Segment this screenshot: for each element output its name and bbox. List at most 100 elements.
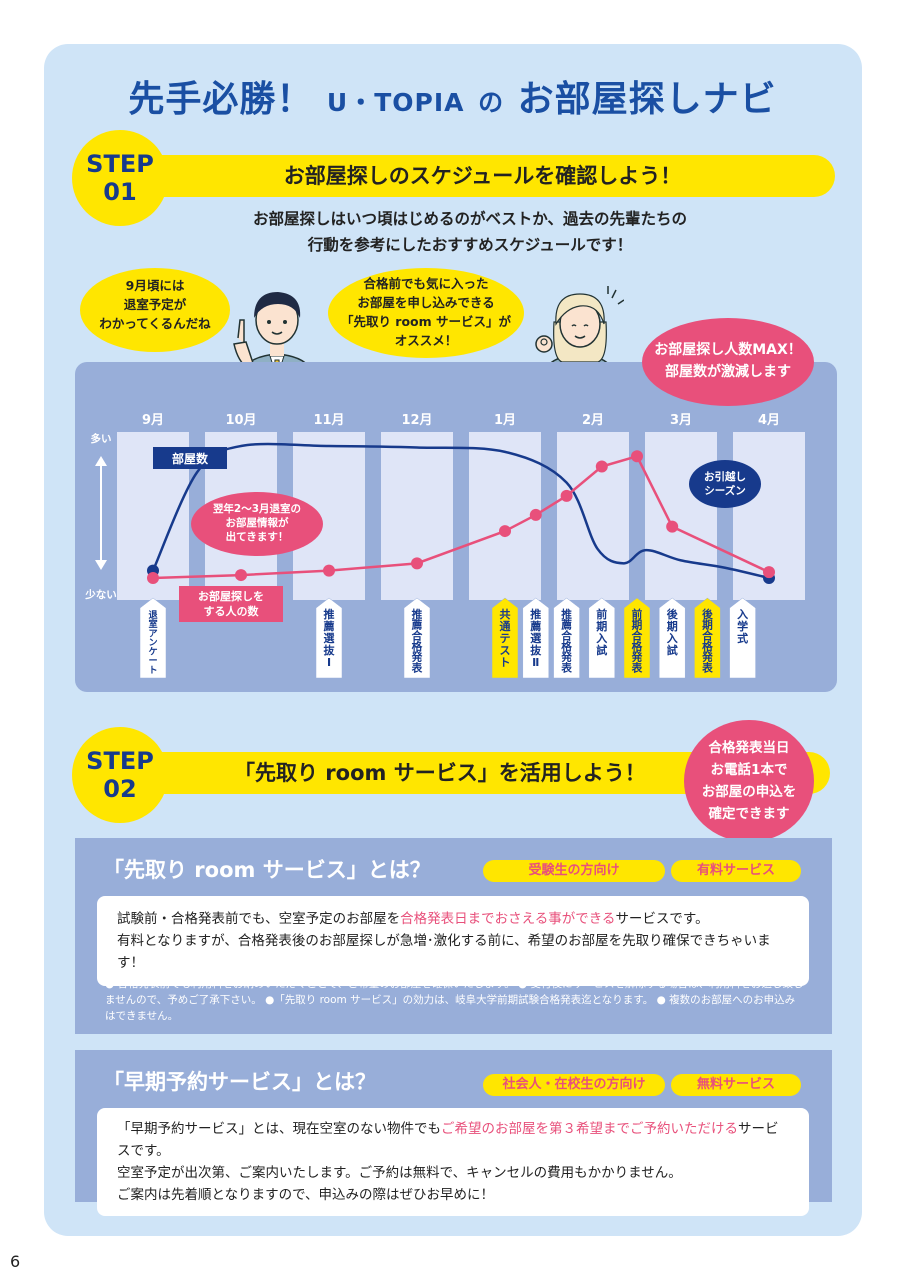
bubble-same-day-line: 確定できます — [708, 806, 790, 822]
bubble-left: 9月頃には 退室予定が わかってくるんだね — [80, 268, 230, 352]
service2-tag-target: 社会人・在校生の方向け — [483, 1074, 665, 1096]
title-brand: U・TOPIA — [326, 88, 465, 117]
event-tag-char: 格 — [702, 640, 713, 653]
event-tag-char: 推 — [561, 608, 572, 621]
bubble-left-line: 9月頃には — [125, 278, 185, 293]
people-point — [147, 572, 159, 584]
y-axis-top-label: 多い — [91, 432, 112, 445]
page-number: 6 — [10, 1252, 21, 1271]
service2-description: 「早期予約サービス」とは、現在空室のない物件でもご希望のお部屋を第３希望までご予… — [97, 1108, 809, 1216]
month-label: 12月 — [401, 413, 432, 428]
step1-heading: お部屋探しのスケジュールを確認しよう！ — [283, 164, 682, 188]
people-point — [666, 520, 679, 533]
event-tag-char: 選 — [530, 632, 541, 645]
event-tag-char: 抜 — [530, 643, 542, 657]
step1-badge: STEP 01 — [72, 130, 168, 226]
event-tag-char: 格 — [561, 640, 572, 653]
moving-season-line: シーズン — [704, 484, 745, 497]
event-tag — [403, 597, 431, 679]
month-label: 2月 — [582, 413, 604, 428]
rooms-label-box — [153, 447, 227, 469]
event-tag-char: 発 — [560, 651, 572, 664]
bubble-left-line: わかってくるんだね — [99, 316, 211, 331]
event-tag-char: 前 — [596, 607, 607, 621]
service1-line1-c: サービスです。 — [615, 911, 709, 927]
event-tag-char: 推 — [412, 608, 423, 621]
month-label: 11月 — [313, 413, 344, 428]
event-tag-char: 学 — [737, 619, 748, 633]
service2-line3: ご案内は先着順となりますので、申込みの際はぜひお早めに！ — [117, 1187, 495, 1203]
event-tag-char: 期 — [702, 619, 713, 632]
intro-line1: お部屋探しはいつ頃はじめるのがベストか、過去の先輩たちの — [252, 210, 687, 228]
event-tag — [139, 597, 167, 679]
y-axis-arrow-up — [95, 456, 107, 466]
event-tag-char: テ — [500, 632, 511, 645]
event-tag-char: 発 — [701, 651, 713, 664]
month-label: 4月 — [758, 413, 780, 428]
step1-badge-number: 01 — [103, 178, 137, 206]
step1-badge-word: STEP — [86, 150, 154, 178]
event-tag-char: 入 — [596, 632, 607, 645]
step2-badge-number: 02 — [103, 775, 137, 803]
step2-badge-word: STEP — [86, 747, 154, 775]
event-tag-char: 表 — [411, 661, 423, 674]
service2-line1-highlight: ご希望のお部屋を第３希望までご予約いただける — [441, 1121, 738, 1137]
people-label-line: する人の数 — [204, 604, 260, 618]
info-annotation-bubble — [191, 492, 323, 556]
service1-box: 「先取り room サービス」とは？ 受験生の方向け 有料サービス 試験前・合格… — [75, 838, 832, 1034]
event-tag — [729, 597, 756, 679]
service1-line1: 試験前・合格発表前でも、空室予定のお部屋を合格発表日までおさえる事ができるサービ… — [117, 908, 789, 930]
step1-intro: お部屋探しはいつ頃はじめるのがベストか、過去の先輩たちの 行動を参考にしたおすす… — [150, 206, 790, 258]
service2-title: 「早期予約サービス」とは？ — [103, 1070, 376, 1094]
step2-heading: 「先取り room サービス」を活用しよう！ — [234, 761, 646, 785]
service1-description: 試験前・合格発表前でも、空室予定のお部屋を合格発表日までおさえる事ができるサービ… — [97, 896, 809, 986]
people-point — [323, 564, 335, 577]
event-tag-char: 表 — [701, 661, 713, 674]
people-point — [631, 450, 643, 463]
service1-notes: ● 合格発表前でも利用料をお納めいただくことで、ご希望のお部屋を確保いたします。… — [105, 978, 804, 1022]
bubble-same-day: 合格発表当日 お電話1本で お部屋の申込を 確定できます — [684, 720, 814, 842]
month-column — [557, 432, 629, 600]
bubble-same-day-line: 合格発表当日 — [708, 740, 790, 756]
event-tag-char: 試 — [596, 643, 607, 657]
people-label-line: お部屋探しを — [198, 589, 264, 603]
event-tag-char: 格 — [412, 640, 423, 653]
event-tag-char: 表 — [631, 661, 643, 674]
event-tag — [315, 597, 343, 679]
event-tag-char: 共 — [500, 607, 511, 621]
service1-tag-target: 受験生の方向け — [483, 860, 665, 882]
people-point — [763, 566, 775, 579]
title-part1: 先手必勝！ — [128, 79, 314, 120]
event-tag-char: 通 — [500, 620, 511, 633]
rooms-label: 部屋数 — [172, 451, 209, 466]
month-label: 3月 — [670, 413, 692, 428]
people-label-box — [179, 586, 283, 622]
service2-box: 「早期予約サービス」とは？ 社会人・在校生の方向け 無料サービス 「早期予約サー… — [75, 1050, 832, 1216]
y-axis-bottom-label: 少ない — [84, 588, 117, 601]
event-tag-char: 薦 — [561, 619, 572, 632]
event-tag — [588, 597, 616, 679]
bubble-mid-line: 合格前でも気に入った — [363, 276, 489, 291]
bubble-mid-line: お部屋を申し込みできる — [357, 295, 495, 310]
service1-line1-highlight: 合格発表日までおさえる事ができる — [400, 911, 616, 927]
event-tag-char: 推 — [530, 607, 541, 621]
event-tag — [491, 597, 519, 679]
bubble-max: お部屋探し人数MAX！ 部屋数が激減します — [642, 318, 814, 406]
month-column — [645, 432, 717, 600]
title-part4: お部屋探しナビ — [517, 79, 777, 120]
bubble-mid-line: 「先取り room サービス」が — [340, 314, 512, 329]
people-point — [595, 460, 608, 473]
event-tag-char: 入 — [667, 632, 678, 645]
rooms-line — [151, 442, 770, 580]
month-label: 1月 — [494, 413, 516, 428]
event-tag-char: 抜 — [324, 643, 336, 657]
people-point — [560, 489, 573, 502]
intro-line2: 行動を参考にしたおすすめスケジュールです！ — [307, 236, 633, 254]
event-tag-char: 合 — [411, 629, 423, 642]
service1-line2: 有料となりますが、合格発表後のお部屋探しが急増･激化する前に、希望のお部屋を先取… — [117, 933, 771, 971]
event-tag-char: 選 — [324, 632, 335, 645]
event-tag-char: 発 — [411, 651, 423, 664]
event-tag — [694, 597, 721, 679]
event-tag — [658, 597, 686, 679]
bubble-same-day-line: お部屋の申込を — [701, 784, 797, 800]
